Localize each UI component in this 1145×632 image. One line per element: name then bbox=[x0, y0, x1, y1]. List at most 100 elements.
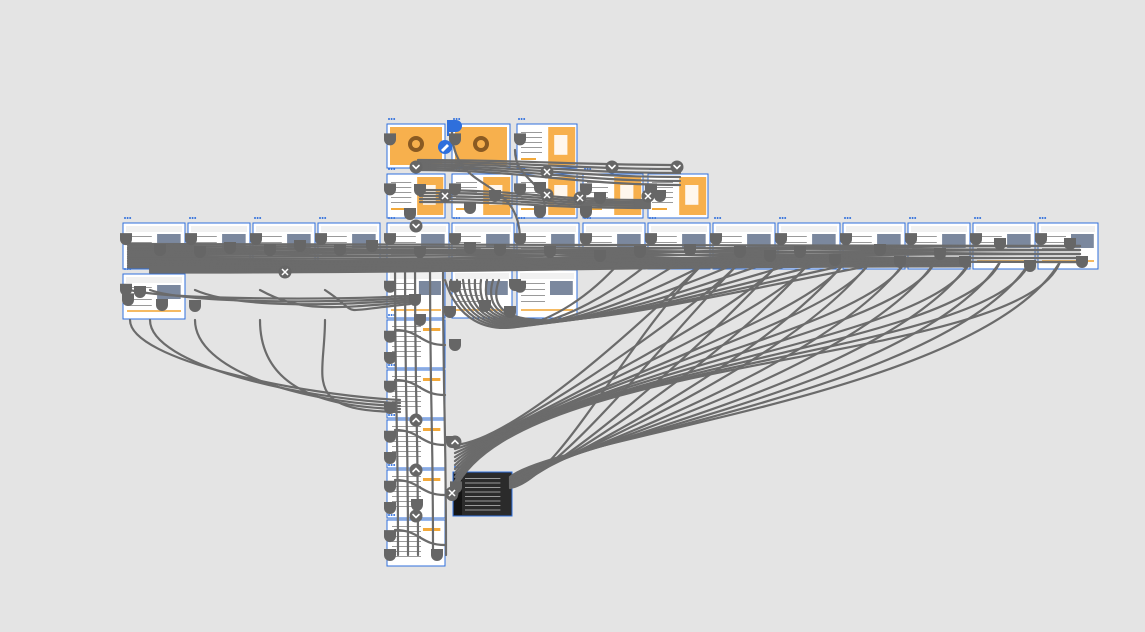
hotspot-handle-icon[interactable] bbox=[431, 549, 443, 561]
hotspot-handle-icon[interactable] bbox=[185, 233, 197, 246]
ellipsis-icon[interactable] bbox=[124, 217, 132, 219]
hotspot-handle-icon[interactable] bbox=[409, 294, 421, 306]
hotspot-handle-icon[interactable] bbox=[504, 306, 516, 318]
hotspot-handle-icon[interactable] bbox=[874, 244, 886, 256]
hotspot-handle-icon[interactable] bbox=[775, 233, 787, 246]
hotspot-handle-icon[interactable] bbox=[250, 233, 262, 246]
hotspot-handle-icon[interactable] bbox=[120, 233, 132, 246]
hotspot-handle-icon[interactable] bbox=[449, 183, 461, 196]
chevron-up-icon[interactable] bbox=[409, 413, 423, 427]
hotspot-handle-icon[interactable] bbox=[122, 294, 134, 306]
chevron-up-icon[interactable] bbox=[448, 435, 462, 449]
chevron-up-icon[interactable] bbox=[409, 463, 423, 477]
hotspot-handle-icon[interactable] bbox=[829, 254, 841, 266]
pencil-icon[interactable] bbox=[438, 140, 452, 154]
hotspot-handle-icon[interactable] bbox=[580, 206, 592, 218]
hotspot-handle-icon[interactable] bbox=[384, 402, 396, 414]
connector-close-icon[interactable] bbox=[540, 188, 554, 202]
ellipsis-icon[interactable] bbox=[254, 217, 262, 219]
hotspot-handle-icon[interactable] bbox=[384, 430, 396, 443]
connector-close-icon[interactable] bbox=[278, 265, 292, 279]
flag-icon[interactable] bbox=[447, 120, 462, 136]
hotspot-handle-icon[interactable] bbox=[384, 183, 396, 196]
hotspot-handle-icon[interactable] bbox=[580, 233, 592, 246]
hotspot-handle-icon[interactable] bbox=[1035, 233, 1047, 246]
hotspot-handle-icon[interactable] bbox=[444, 306, 456, 318]
hotspot-handle-icon[interactable] bbox=[464, 242, 476, 254]
hotspot-handle-icon[interactable] bbox=[384, 133, 396, 146]
hotspot-handle-icon[interactable] bbox=[449, 280, 461, 293]
ellipsis-icon[interactable] bbox=[388, 414, 396, 416]
ellipsis-icon[interactable] bbox=[779, 217, 787, 219]
hotspot-handle-icon[interactable] bbox=[194, 246, 206, 258]
hotspot-handle-icon[interactable] bbox=[156, 299, 168, 311]
hotspot-handle-icon[interactable] bbox=[449, 233, 461, 246]
hotspot-handle-icon[interactable] bbox=[514, 133, 526, 146]
hotspot-handle-icon[interactable] bbox=[544, 246, 556, 258]
hotspot-handle-icon[interactable] bbox=[294, 240, 306, 252]
hotspot-handle-icon[interactable] bbox=[264, 244, 276, 256]
hotspot-handle-icon[interactable] bbox=[1076, 256, 1088, 268]
artboard-t3[interactable] bbox=[516, 118, 578, 169]
hotspot-handle-icon[interactable] bbox=[404, 208, 416, 220]
hotspot-handle-icon[interactable] bbox=[384, 502, 396, 514]
hotspot-handle-icon[interactable] bbox=[654, 190, 666, 202]
hotspot-handle-icon[interactable] bbox=[334, 244, 346, 256]
hotspot-handle-icon[interactable] bbox=[189, 300, 201, 312]
chevron-down-icon[interactable] bbox=[409, 160, 423, 174]
hotspot-handle-icon[interactable] bbox=[489, 190, 501, 202]
connector-close-icon[interactable] bbox=[445, 486, 459, 500]
hotspot-handle-icon[interactable] bbox=[645, 233, 657, 246]
ellipsis-icon[interactable] bbox=[388, 514, 396, 516]
artboard-t1[interactable] bbox=[386, 118, 446, 169]
ellipsis-icon[interactable] bbox=[453, 217, 461, 219]
hotspot-handle-icon[interactable] bbox=[464, 202, 476, 214]
hotspot-handle-icon[interactable] bbox=[514, 183, 526, 196]
hotspot-handle-icon[interactable] bbox=[905, 233, 918, 246]
hotspot-handle-icon[interactable] bbox=[1024, 260, 1036, 272]
hotspot-handle-icon[interactable] bbox=[384, 480, 396, 493]
ellipsis-icon[interactable] bbox=[844, 217, 852, 219]
hotspot-handle-icon[interactable] bbox=[224, 242, 236, 254]
hotspot-handle-icon[interactable] bbox=[934, 248, 946, 260]
hotspot-handle-icon[interactable] bbox=[840, 233, 852, 246]
hotspot-handle-icon[interactable] bbox=[494, 244, 506, 256]
ellipsis-icon[interactable] bbox=[909, 217, 917, 219]
hotspot-handle-icon[interactable] bbox=[594, 192, 606, 204]
hotspot-handle-icon[interactable] bbox=[994, 238, 1006, 250]
ellipsis-icon[interactable] bbox=[1039, 217, 1047, 219]
hotspot-handle-icon[interactable] bbox=[959, 256, 971, 268]
hotspot-handle-icon[interactable] bbox=[764, 250, 776, 262]
hotspot-handle-icon[interactable] bbox=[449, 339, 461, 351]
hotspot-handle-icon[interactable] bbox=[514, 233, 526, 246]
ellipsis-icon[interactable] bbox=[388, 168, 396, 170]
hotspot-handle-icon[interactable] bbox=[366, 240, 378, 252]
connector-close-icon[interactable] bbox=[573, 191, 587, 205]
hotspot-handle-icon[interactable] bbox=[414, 184, 426, 196]
connector-close-icon[interactable] bbox=[540, 165, 554, 179]
hotspot-handle-icon[interactable] bbox=[734, 246, 746, 258]
chevron-down-icon[interactable] bbox=[605, 160, 619, 174]
ellipsis-icon[interactable] bbox=[518, 217, 526, 219]
hotspot-handle-icon[interactable] bbox=[384, 280, 396, 293]
hotspot-handle-icon[interactable] bbox=[449, 133, 461, 146]
hotspot-handle-icon[interactable] bbox=[534, 206, 546, 218]
ellipsis-icon[interactable] bbox=[974, 217, 982, 219]
ellipsis-icon[interactable] bbox=[388, 217, 396, 219]
hotspot-handle-icon[interactable] bbox=[134, 286, 146, 298]
artboard-u3[interactable] bbox=[516, 264, 578, 319]
hotspot-handle-icon[interactable] bbox=[634, 246, 646, 258]
connector-close-icon[interactable] bbox=[641, 189, 655, 203]
hotspot-handle-icon[interactable] bbox=[384, 380, 396, 393]
hotspot-handle-icon[interactable] bbox=[594, 250, 606, 262]
ellipsis-icon[interactable] bbox=[124, 268, 132, 270]
hotspot-handle-icon[interactable] bbox=[384, 233, 396, 246]
ellipsis-icon[interactable] bbox=[189, 217, 197, 219]
ellipsis-icon[interactable] bbox=[388, 464, 396, 466]
ellipsis-icon[interactable] bbox=[649, 217, 657, 219]
ellipsis-icon[interactable] bbox=[319, 217, 327, 219]
ellipsis-icon[interactable] bbox=[453, 118, 461, 120]
hotspot-handle-icon[interactable] bbox=[414, 246, 426, 258]
hotspot-handle-icon[interactable] bbox=[315, 233, 327, 246]
